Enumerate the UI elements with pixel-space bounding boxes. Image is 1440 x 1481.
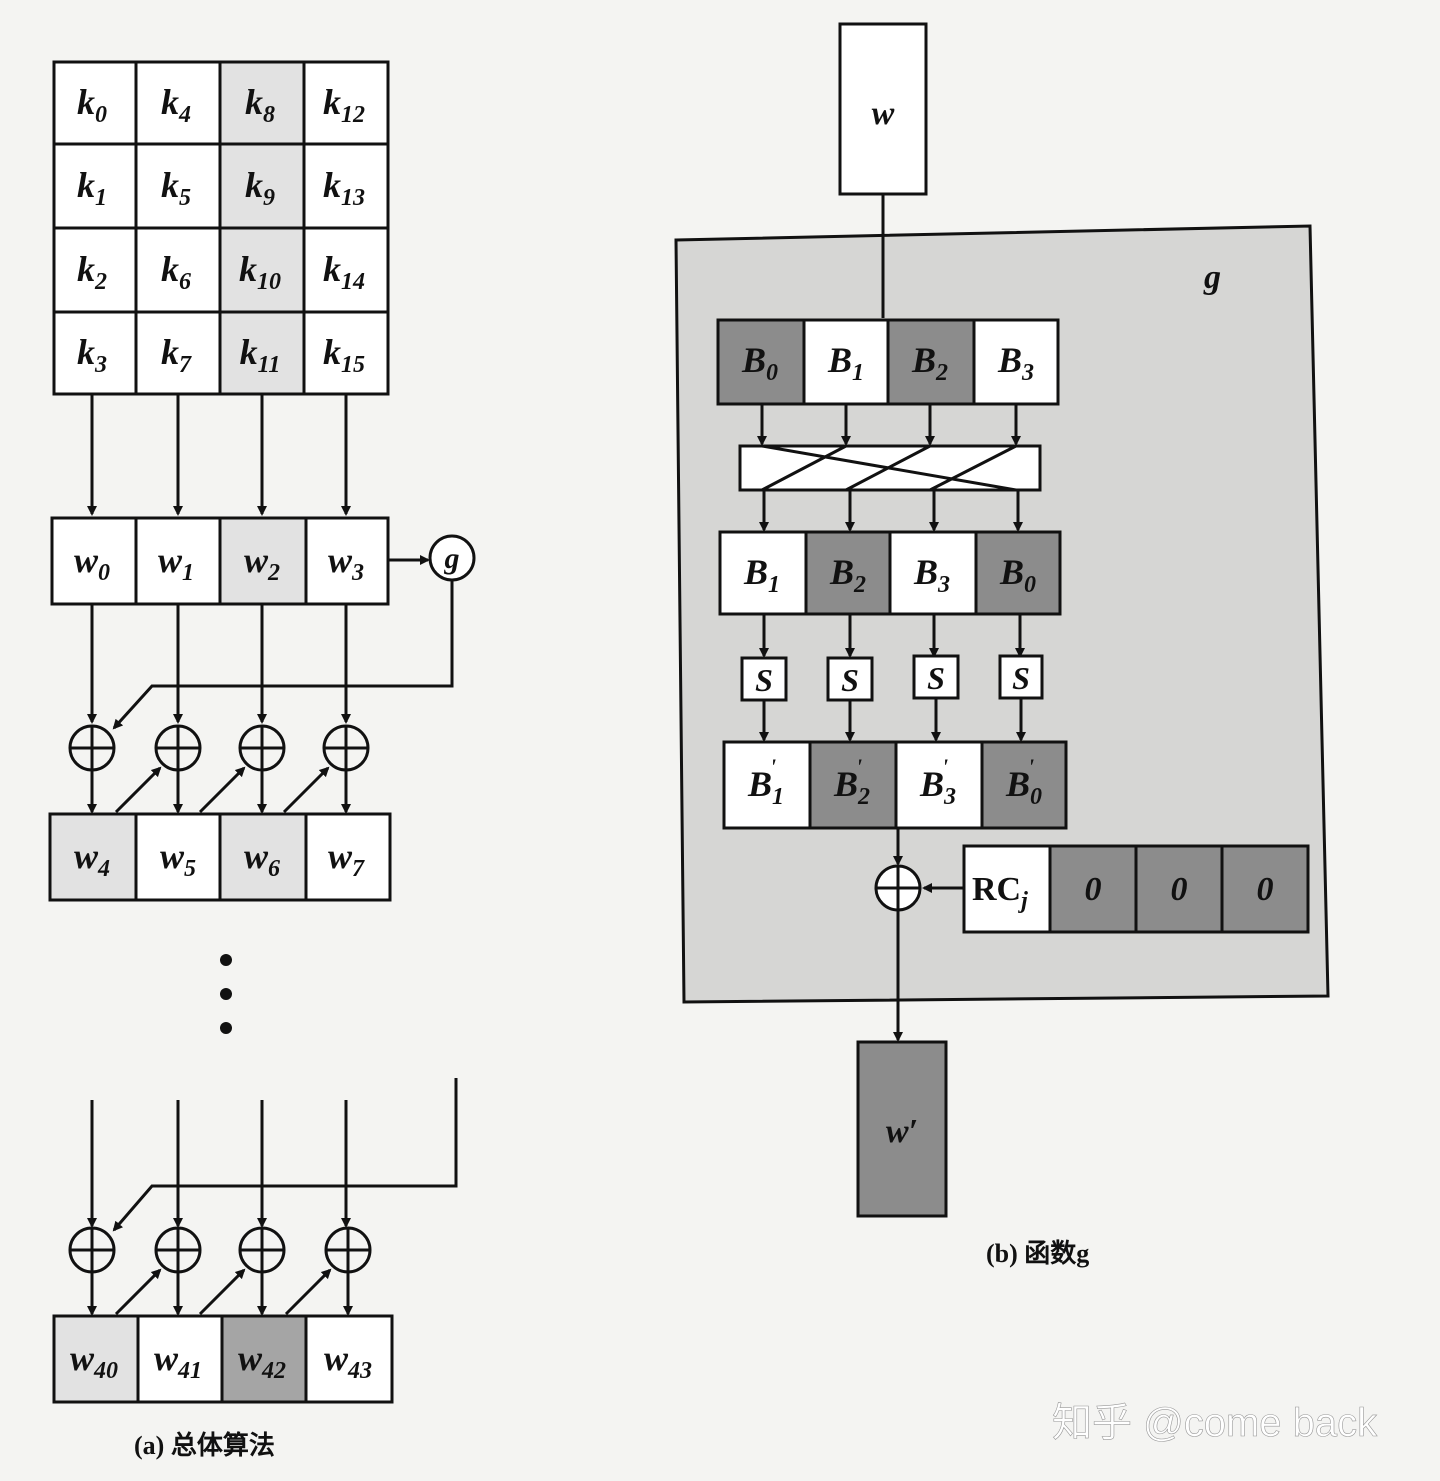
caption-a: (a) 总体算法 [134,1430,275,1460]
g-node-label: g [444,542,460,575]
s-box-label: S [841,662,859,698]
s-box-label: S [927,660,945,696]
xor-row-2 [68,1226,372,1316]
watermark: 知乎 @come back [1052,1401,1378,1445]
vertical-ellipsis [220,954,232,1034]
xor-symbol [322,724,370,772]
byte-b3-rot: B3 [913,552,950,598]
input-word-label: w [872,95,895,132]
key-k2: k2 [77,249,107,295]
xor-row-1 [68,724,370,814]
key-k9: k9 [245,165,275,211]
key-k0: k0 [77,82,107,128]
key-k12: k12 [323,82,365,128]
xor-symbol [154,1226,202,1274]
output-word-box [856,1040,948,1218]
word-w5: w5 [160,836,196,882]
word-w7: w7 [328,836,365,882]
s-box-label: S [755,662,773,698]
panel-b-function-g: w g B0 B1 B2 B3 [674,22,1330,1268]
byte-b0-rot: B0 [999,552,1036,598]
word-w6: w6 [244,836,280,882]
key-k5: k5 [161,165,191,211]
round-constant-row: RCj 0 0 0 [962,844,1310,934]
rot-word-block [738,444,1042,492]
word-row-w40-w43: w40 w41 w42 w43 [52,1314,394,1404]
final-stage-wires [87,1078,458,1232]
xor-symbol [68,1226,116,1274]
word-row-w4-w7: w4 w5 w6 w7 [48,812,392,902]
output-word-label: w′ [886,1113,918,1150]
key-k13: k13 [323,165,365,211]
s-box [998,654,1044,700]
key-k11: k11 [240,332,281,378]
key-k8: k8 [245,82,275,128]
byte-b2-rot: B2 [829,552,866,598]
word-w42: w42 [238,1338,286,1384]
byte-b0-prime: B0' [1005,754,1042,810]
input-word-box [838,22,928,196]
word-w4: w4 [74,836,110,882]
xor-symbol [238,724,286,772]
key-to-word-arrows [87,394,351,516]
byte-row-rotated: B1 B2 B3 B0 [718,530,1062,616]
zero-byte: 0 [1257,871,1274,908]
byte-b1: B1 [827,340,864,386]
key-k15: k15 [323,332,365,378]
word-w43: w43 [324,1338,372,1384]
xor-symbol [68,724,116,772]
byte-row-input: B0 B1 B2 B3 [716,318,1060,406]
byte-b3: B3 [997,340,1034,386]
s-box-label: S [1012,660,1030,696]
key-k6: k6 [161,249,191,295]
word-w41: w41 [154,1338,202,1384]
key-k10: k10 [239,249,281,295]
key-k3: k3 [77,332,107,378]
s-box-row: S S S S [740,654,1044,702]
xor-symbol [238,1226,286,1274]
byte-row-substituted: B1' B2' B3' B0' [722,740,1068,830]
byte-b1-rot: B1 [743,552,780,598]
g-box-label: g [1203,259,1221,296]
byte-b0: B0 [741,340,778,386]
word-row-w0-w3: w0 w1 w2 w3 [50,516,390,606]
xor-symbol [154,724,202,772]
byte-b2: B2 [911,340,948,386]
word-w0: w0 [74,540,110,586]
xor-symbol [324,1226,372,1274]
panel-a-overall-algorithm: k0 k4 k8 k12 k1 k5 k9 k13 k2 k6 k10 k14 … [48,60,476,1460]
word-w1: w1 [158,540,194,586]
key-k14: k14 [323,249,365,295]
zero-byte: 0 [1085,871,1102,908]
word-w3: w3 [328,540,364,586]
zero-byte: 0 [1171,871,1188,908]
g-function-node: g [112,534,476,730]
byte-b1-prime: B1' [747,754,784,810]
key-grid: k0 k4 k8 k12 k1 k5 k9 k13 k2 k6 k10 k14 … [52,60,390,396]
word-w40: w40 [70,1338,118,1384]
byte-b2-prime: B2' [833,754,870,810]
key-k4: k4 [161,82,191,128]
word-w2: w2 [244,540,280,586]
caption-b: (b) 函数g [986,1239,1089,1268]
xor-symbol [874,864,922,912]
key-k7: k7 [161,332,192,378]
key-k1: k1 [77,165,107,211]
byte-b3-prime: B3' [919,754,956,810]
s-box [826,656,874,702]
word-to-xor-wires [87,604,351,724]
round-constant-label: RCj [972,871,1028,914]
